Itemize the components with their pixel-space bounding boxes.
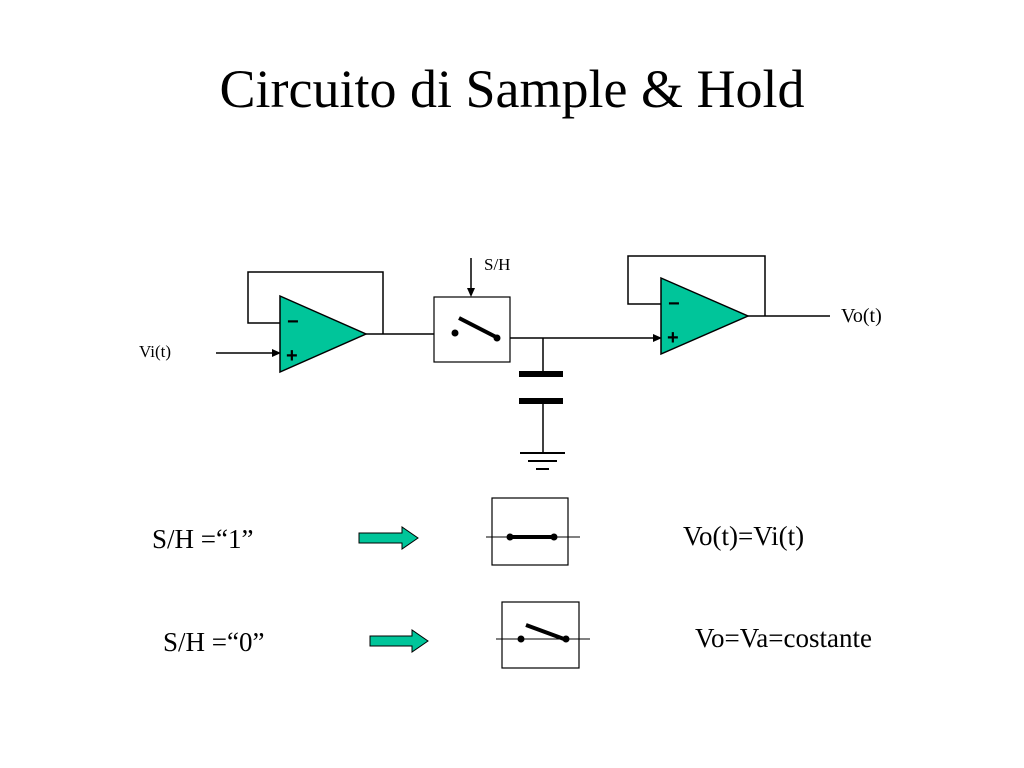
opamp1-plus-sign: +	[286, 345, 298, 367]
opamp1-minus-sign: −	[287, 311, 299, 333]
closed-switch-icon	[486, 497, 580, 566]
open-switch-icon	[496, 601, 590, 669]
hold-capacitor	[519, 371, 563, 404]
input-label: Vi(t)	[139, 342, 171, 361]
ground-icon	[520, 452, 565, 470]
legend-arrow-2	[369, 629, 429, 653]
output-label: Vo(t)	[841, 305, 882, 327]
opamp2-minus-sign: −	[668, 293, 680, 315]
legend-result-2: Vo=Va=costante	[695, 623, 872, 653]
input-arrow	[216, 349, 281, 357]
control-arrow	[467, 258, 475, 297]
page-title: Circuito di Sample & Hold	[219, 59, 805, 119]
opamp2-triangle	[660, 276, 750, 356]
opamp1-feedback-wire	[247, 271, 384, 334]
opamp2-input-arrow	[597, 334, 662, 342]
control-label: S/H	[484, 255, 510, 274]
legend-arrow-1	[358, 526, 419, 550]
opamp2-feedback-wire	[627, 255, 766, 316]
opamp1-triangle	[279, 294, 368, 374]
sample-switch	[433, 296, 511, 363]
circuit-wires	[247, 255, 830, 453]
legend-result-1: Vo(t)=Vi(t)	[683, 521, 804, 551]
legend-condition-2: S/H =“0”	[163, 627, 264, 657]
legend-condition-1: S/H =“1”	[152, 524, 253, 554]
opamp2-plus-sign: +	[667, 327, 679, 349]
